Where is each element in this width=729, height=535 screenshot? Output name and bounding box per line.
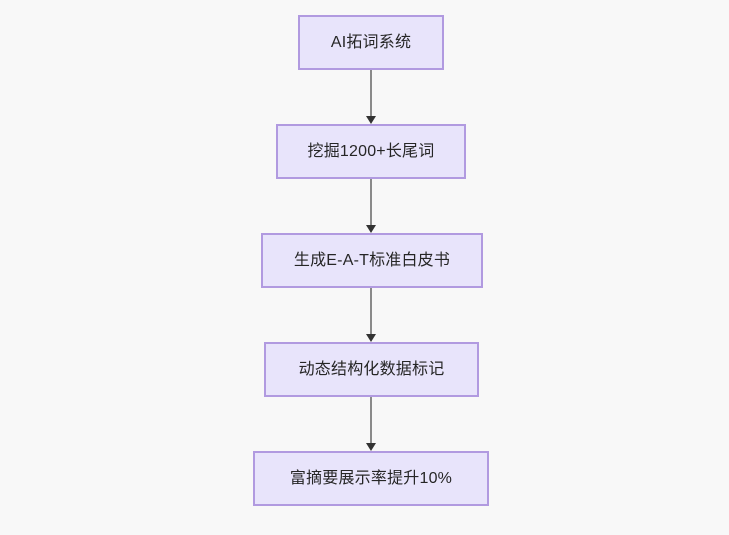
flow-node-generate-eat-whitepaper[interactable]: 生成E-A-T标准白皮书 — [261, 233, 483, 288]
flow-node-label: 生成E-A-T标准白皮书 — [293, 251, 451, 269]
flow-node-label: 富摘要展示率提升10% — [289, 469, 453, 487]
flow-node-label: AI拓词系统 — [330, 33, 412, 51]
flow-edge-line — [370, 70, 372, 116]
flow-node-ai-keyword-system[interactable]: AI拓词系统 — [298, 15, 444, 70]
flow-edge-line — [370, 397, 372, 443]
flow-node-label: 动态结构化数据标记 — [298, 360, 445, 378]
flow-edge-line — [370, 179, 372, 225]
arrow-head-icon — [366, 225, 376, 233]
arrow-head-icon — [366, 443, 376, 451]
flow-node-label: 挖掘1200+长尾词 — [307, 142, 435, 160]
flow-edge-line — [370, 288, 372, 334]
arrow-head-icon — [366, 334, 376, 342]
flow-node-dynamic-structured-data-markup[interactable]: 动态结构化数据标记 — [264, 342, 479, 397]
arrow-head-icon — [366, 116, 376, 124]
flow-node-mine-longtail-keywords[interactable]: 挖掘1200+长尾词 — [276, 124, 466, 179]
flow-node-rich-snippet-impression-lift[interactable]: 富摘要展示率提升10% — [253, 451, 489, 506]
